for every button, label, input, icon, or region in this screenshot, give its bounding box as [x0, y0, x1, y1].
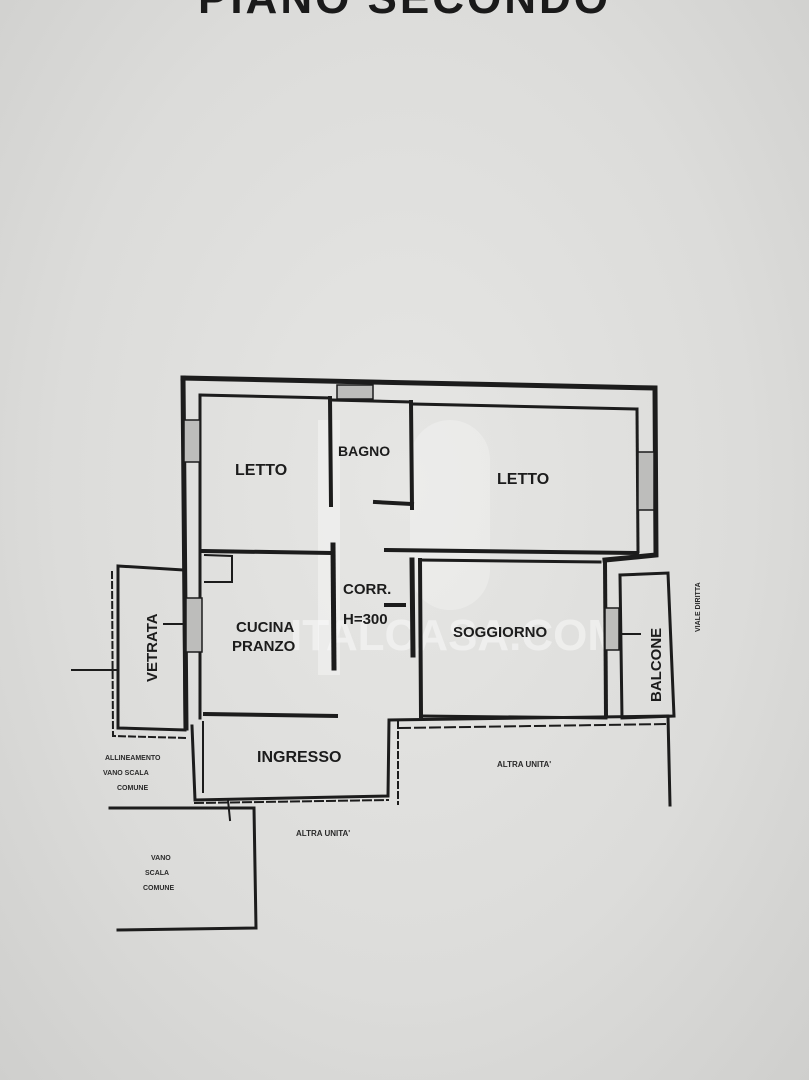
room-letto-1: LETTO [235, 462, 287, 479]
room-corr-line1: CORR. [343, 581, 391, 598]
room-bagno: BAGNO [338, 443, 390, 459]
note-altra-unita-bottom: ALTRA UNITA' [296, 829, 350, 838]
room-vetrata: VETRATA [144, 613, 161, 682]
window-soggiorno [604, 607, 620, 651]
page-title: PIANO SECONDO [0, 0, 809, 24]
note-vano-scala-3: COMUNE [117, 785, 148, 792]
note-vano-scala-b1: VANO [151, 855, 171, 862]
note-vano-scala-2: VANO SCALA [103, 770, 149, 777]
window-cucina [185, 597, 203, 653]
windows [183, 384, 655, 653]
room-cucina-line2: PRANZO [232, 638, 296, 655]
window-letto-right [637, 451, 655, 511]
note-vano-scala-b2: SCALA [145, 870, 169, 877]
room-cucina-line1: CUCINA [236, 619, 294, 636]
room-soggiorno: SOGGIORNO [453, 624, 548, 641]
room-ingresso: INGRESSO [257, 749, 341, 766]
note-altra-unita-right: ALTRA UNITA' [497, 760, 551, 769]
note-side: VIALE DIRITTA [695, 582, 702, 632]
room-letto-2: LETTO [497, 471, 549, 488]
window-bagno [336, 384, 374, 400]
room-balcone: BALCONE [648, 628, 665, 702]
room-corr-line2: H=300 [343, 611, 388, 628]
window-letto-left [183, 419, 201, 463]
note-vano-scala-b3: COMUNE [143, 885, 174, 892]
watermark-text: ITALCASA.COM [290, 611, 624, 660]
note-vano-scala-1: ALLINEAMENTO [105, 755, 161, 762]
